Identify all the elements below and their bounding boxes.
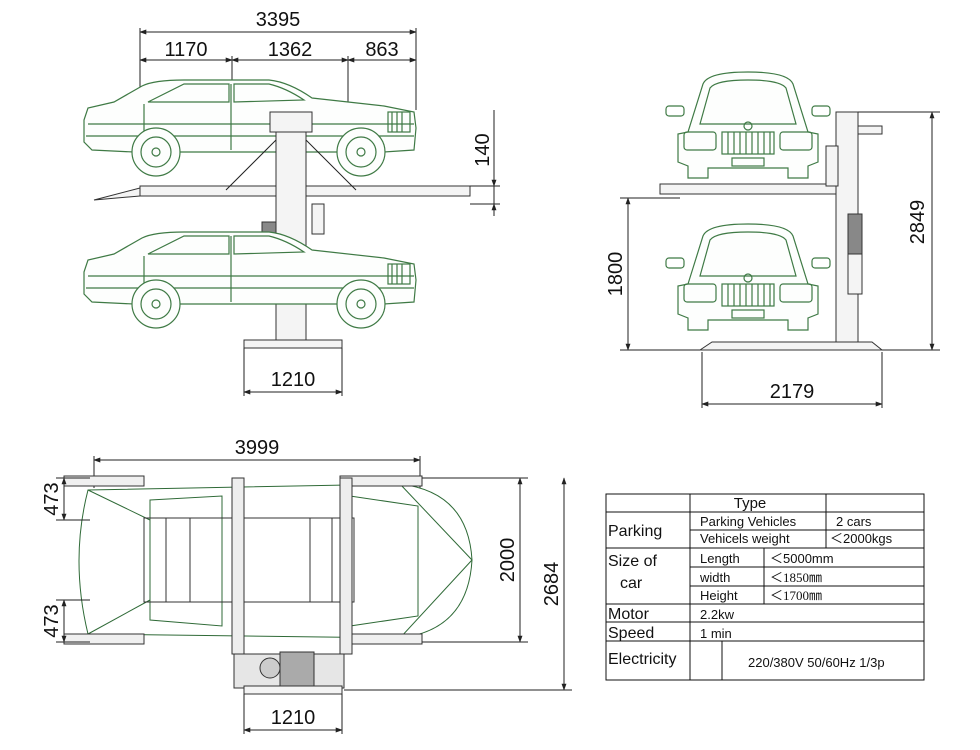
plan-top-gap-dim: 473 bbox=[41, 482, 63, 515]
plan-outer-width-dim: 2684 bbox=[541, 562, 563, 607]
side-front-dim: 1170 bbox=[164, 39, 207, 61]
speed-value: 1 min bbox=[700, 626, 732, 641]
size-label-1: Size of bbox=[608, 553, 657, 570]
front-view: 2849 1800 2179 bbox=[605, 71, 940, 408]
plan-bottom-gap-dim: 473 bbox=[41, 604, 63, 637]
size-label-2: car bbox=[620, 575, 643, 592]
plan-base-dim: 1210 bbox=[271, 707, 316, 729]
upper-car-front bbox=[665, 71, 831, 179]
motor-value: 2.2kw bbox=[700, 607, 735, 622]
side-rear-dim: 863 bbox=[365, 39, 398, 61]
plan-inner-width-dim: 2000 bbox=[497, 538, 519, 583]
side-view: 3395 1170 1362 863 140 bbox=[83, 9, 500, 396]
vehicles-weight-value: ＜2000kgs bbox=[830, 531, 893, 546]
parking-vehicles-label: Parking Vehicles bbox=[700, 514, 797, 529]
plan-length-dim: 3999 bbox=[235, 437, 280, 459]
lower-car bbox=[83, 231, 417, 329]
spec-table: Type Parking Parking Vehicles 2 cars Veh… bbox=[605, 493, 925, 681]
side-mid-dim: 1362 bbox=[268, 39, 313, 61]
height-value: ＜1700㎜ bbox=[770, 588, 822, 603]
electricity-label: Electricity bbox=[608, 651, 676, 668]
speed-label: Speed bbox=[608, 625, 654, 642]
front-lower-dim: 1800 bbox=[605, 252, 627, 297]
height-label: Height bbox=[700, 588, 738, 603]
motor-label: Motor bbox=[608, 606, 650, 623]
plan-view: 3999 473 473 bbox=[41, 437, 572, 734]
width-value: ＜1850㎜ bbox=[770, 570, 822, 585]
table-header: Type bbox=[734, 495, 767, 512]
parking-vehicles-value: 2 cars bbox=[836, 514, 872, 529]
electricity-value: 220/380V 50/60Hz 1/3p bbox=[748, 655, 885, 670]
side-base-dim: 1210 bbox=[271, 369, 316, 391]
length-label: Length bbox=[700, 551, 740, 566]
vehicles-weight-label: Vehicels weight bbox=[700, 531, 790, 546]
side-platform-dim: 140 bbox=[472, 133, 494, 166]
upper-car bbox=[83, 79, 417, 177]
length-value: ＜5000mm bbox=[770, 551, 834, 566]
side-overall-dim: 3395 bbox=[256, 9, 301, 31]
lower-car-front bbox=[665, 223, 831, 331]
front-height-dim: 2849 bbox=[907, 200, 929, 245]
parking-label: Parking bbox=[608, 523, 662, 540]
width-label: width bbox=[699, 570, 730, 585]
front-width-dim: 2179 bbox=[770, 381, 815, 403]
